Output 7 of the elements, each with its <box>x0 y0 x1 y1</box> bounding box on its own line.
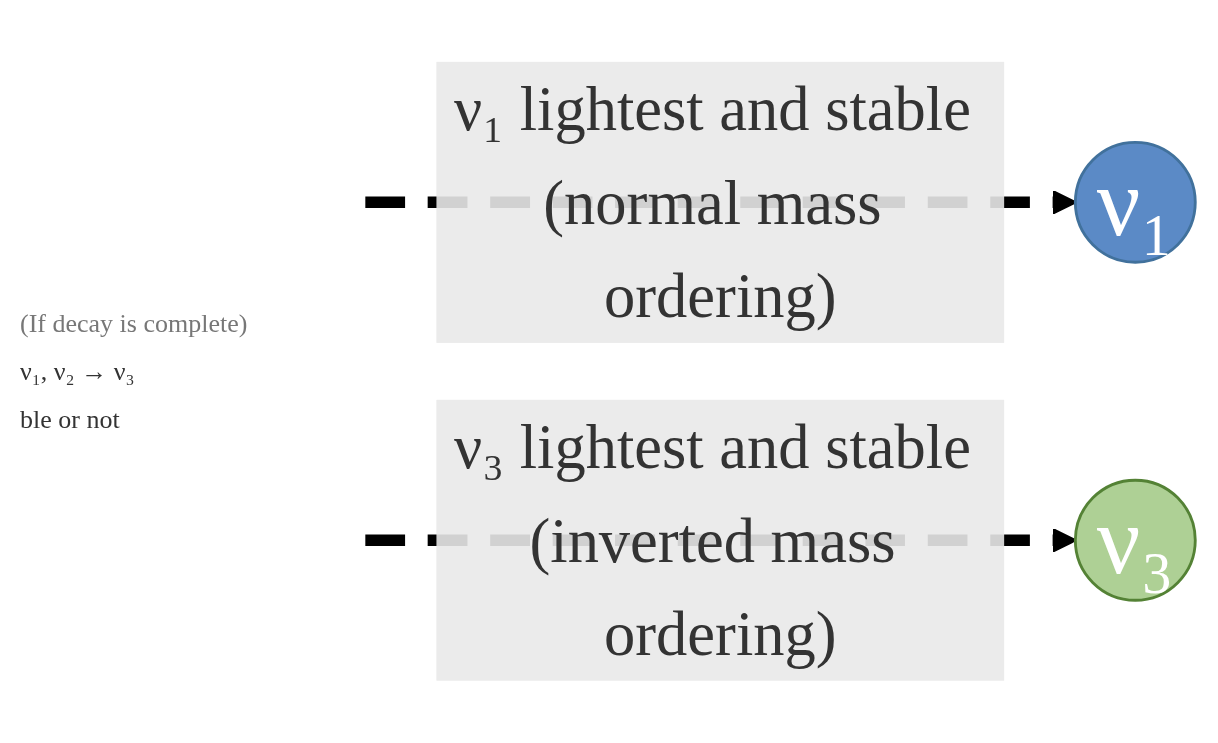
edge-label: ν₃ lightest and stable (inverted mass ordering) <box>454 411 971 670</box>
label-text: ble or not <box>20 404 121 435</box>
node-circle: ν₃ <box>1073 479 1197 602</box>
label-text: ν₁, ν₂ → ν₃ <box>20 356 136 387</box>
node-circle: ν₁ <box>1073 141 1197 264</box>
edge-label: ν₁ lightest and stable (normal mass ordering) <box>454 73 971 332</box>
note-text: (If decay is complete) <box>20 308 249 339</box>
